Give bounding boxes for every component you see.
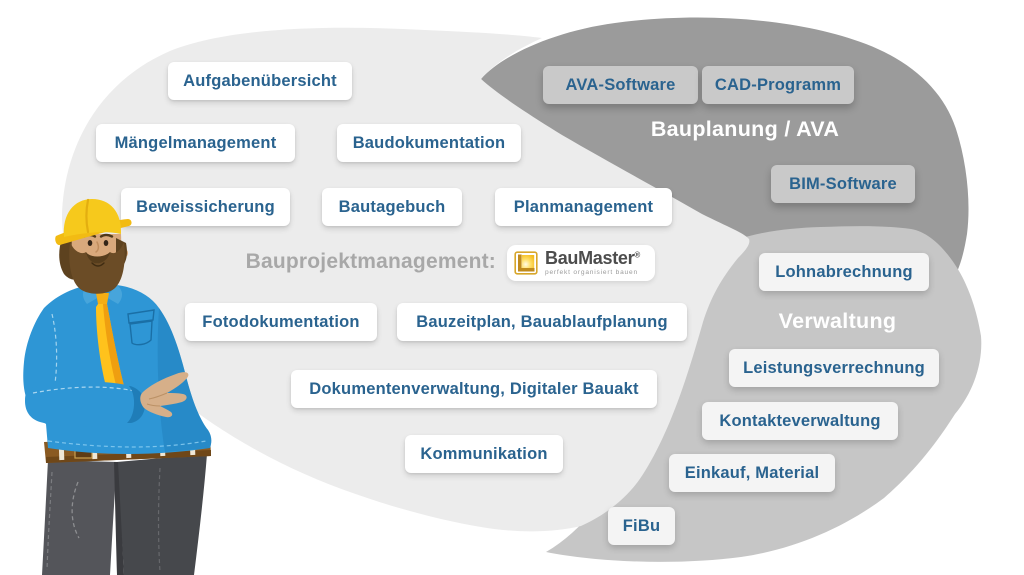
pill-planmanagement: Planmanagement bbox=[495, 188, 672, 226]
baumaster-logo: BauMaster® perfekt organisiert bauen bbox=[507, 245, 655, 281]
pill-maengelmanagement: Mängelmanagement bbox=[96, 124, 295, 162]
sleeve-cuff bbox=[127, 386, 145, 423]
pill-bim-software: BIM-Software bbox=[771, 165, 915, 203]
mouth bbox=[91, 262, 105, 267]
pill-dokumentenverwaltung-digitaler-bauakt: Dokumentenverwaltung, Digitaler Bauakt bbox=[291, 370, 657, 408]
pill-bauzeitplan-bauablaufplanung: Bauzeitplan, Bauablaufplanung bbox=[397, 303, 687, 341]
worker-illustration bbox=[23, 198, 212, 575]
shirt-pocket bbox=[127, 309, 155, 346]
pill-fotodokumentation: Fotodokumentation bbox=[185, 303, 377, 341]
baumaster-name: BauMaster bbox=[545, 248, 635, 269]
worker-tie bbox=[96, 293, 124, 394]
blob-verwaltung bbox=[546, 226, 982, 562]
left-eye bbox=[87, 240, 93, 246]
pill-beweissicherung: Beweissicherung bbox=[121, 188, 290, 226]
group-title-verwaltung: Verwaltung bbox=[778, 309, 897, 333]
worker-forearm bbox=[25, 381, 147, 427]
pill-aufgabenuebersicht: Aufgabenübersicht bbox=[168, 62, 352, 100]
right-eye bbox=[103, 240, 109, 246]
pill-kommunikation: Kommunikation bbox=[405, 435, 563, 473]
worker-pants bbox=[42, 454, 207, 575]
pill-lohnabrechnung: Lohnabrechnung bbox=[759, 253, 929, 291]
pill-ava-software: AVA-Software bbox=[543, 66, 698, 104]
right-eyebrow bbox=[99, 233, 114, 238]
pill-baudokumentation: Baudokumentation bbox=[337, 124, 521, 162]
baumaster-tagline: perfekt organisiert bauen bbox=[545, 269, 638, 277]
pill-fibu: FiBu bbox=[608, 507, 675, 545]
worker-hand bbox=[140, 372, 189, 418]
baumaster-registered-mark: ® bbox=[634, 250, 641, 260]
pill-einkauf-material: Einkauf, Material bbox=[669, 454, 835, 492]
hard-hat bbox=[63, 199, 122, 237]
nose bbox=[95, 241, 100, 253]
pill-kontakteverwaltung: Kontakteverwaltung bbox=[702, 402, 898, 440]
mustache bbox=[86, 252, 110, 264]
pill-leistungsverrechnung: Leistungsverrechnung bbox=[729, 349, 939, 387]
worker-head bbox=[55, 198, 132, 294]
beard bbox=[69, 242, 125, 294]
center-label: Bauprojektmanagement: bbox=[245, 250, 496, 273]
pill-bautagebuch: Bautagebuch bbox=[322, 188, 462, 226]
baumaster-wordmark: BauMaster® perfekt organisiert bauen bbox=[545, 249, 640, 277]
pill-cad-programm: CAD-Programm bbox=[702, 66, 854, 104]
baumaster-logo-icon bbox=[514, 251, 538, 275]
group-title-bauplanung-ava: Bauplanung / AVA bbox=[650, 117, 840, 141]
